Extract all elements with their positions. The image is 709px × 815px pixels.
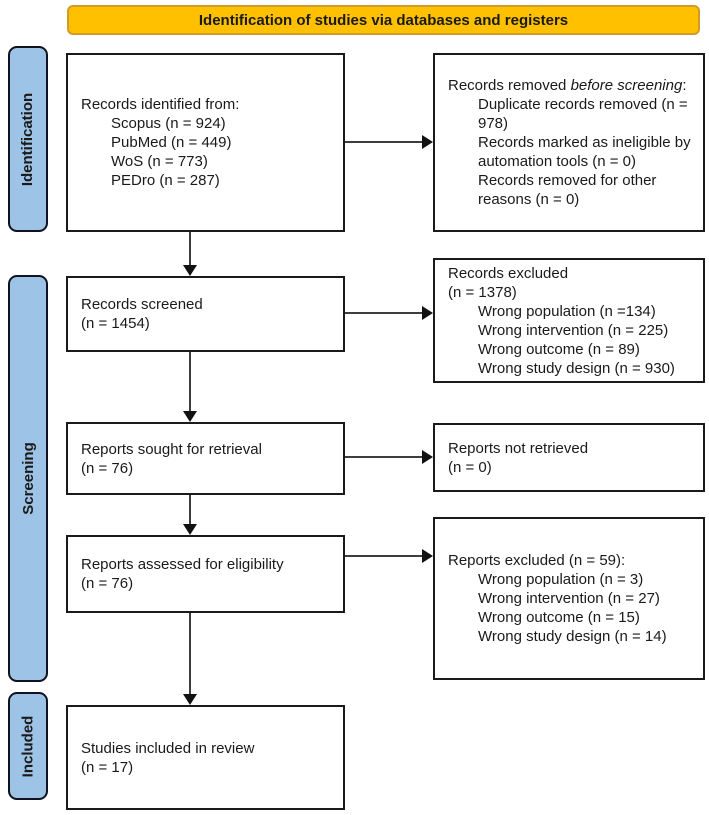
records-removed-heading-normal: Records removed (448, 77, 571, 94)
reports-excluded-item: Wrong population (n = 3) (478, 571, 644, 588)
records-removed-item: Records marked as ineligible by automati… (478, 134, 691, 170)
box-records-screened: Records screened (n = 1454) (66, 276, 345, 352)
records-identified-item: PEDro (n = 287) (111, 172, 220, 189)
reports-excluded-item: Wrong outcome (n = 15) (478, 609, 640, 626)
title-banner-label: Identification of studies via databases … (198, 11, 569, 29)
records-identified-item: PubMed (n = 449) (111, 134, 232, 151)
box-records-removed: Records removed before screening: Duplic… (433, 53, 705, 232)
arrow-line (345, 141, 422, 143)
arrow-line (345, 456, 422, 458)
box-reports-assessed: Reports assessed for eligibility (n = 76… (66, 535, 345, 613)
box-records-identified: Records identified from: Scopus (n = 924… (66, 53, 345, 232)
arrow-line (189, 352, 191, 411)
stage-screening: Screening (8, 275, 48, 682)
reports-excluded-item: Wrong intervention (n = 27) (478, 590, 660, 607)
arrow-head-icon (183, 694, 197, 705)
records-removed-item: Records removed for other reasons (n = 0… (478, 172, 657, 208)
records-identified-item: WoS (n = 773) (111, 153, 208, 170)
box-reports-excluded: Reports excluded (n = 59): Wrong populat… (433, 517, 705, 680)
reports-not-retrieved-line1: Reports not retrieved (448, 439, 589, 457)
records-removed-heading-suffix: : (682, 77, 687, 94)
reports-not-retrieved-count: (n = 0) (448, 458, 492, 476)
reports-assessed-line1: Reports assessed for eligibility (81, 556, 284, 573)
title-banner: Identification of studies via databases … (67, 5, 700, 35)
stage-identification-label: Identification (19, 92, 37, 186)
reports-sought-line1: Reports sought for retrieval (81, 440, 262, 458)
arrow-head-icon (422, 135, 433, 149)
stage-included: Included (8, 692, 48, 800)
reports-sought-count: (n = 76) (81, 459, 134, 477)
arrow-head-icon (183, 411, 197, 422)
box-reports-not-retrieved: Reports not retrieved (n = 0) (433, 423, 705, 492)
records-removed-item: Duplicate records removed (n = 978) (478, 96, 688, 132)
arrow-line (189, 495, 191, 524)
stage-identification: Identification (8, 46, 48, 232)
studies-included-count: (n = 17) (81, 758, 134, 776)
records-excluded-item: Wrong population (n =134) (478, 302, 656, 320)
records-removed-heading-italic: before screening (570, 77, 683, 94)
records-excluded-item: Wrong outcome (n = 89) (478, 340, 640, 358)
records-screened-line1: Records screened (81, 296, 203, 313)
arrow-line (345, 312, 422, 314)
arrow-head-icon (183, 265, 197, 276)
records-excluded-item: Wrong intervention (n = 225) (478, 321, 669, 339)
arrow-head-icon (422, 549, 433, 563)
reports-excluded-item: Wrong study design (n = 14) (478, 628, 667, 645)
records-identified-item: Scopus (n = 924) (111, 115, 226, 132)
arrow-line (189, 613, 191, 694)
reports-excluded-heading: Reports excluded (n = 59): (448, 552, 626, 569)
arrow-head-icon (183, 524, 197, 535)
box-studies-included: Studies included in review (n = 17) (66, 705, 345, 810)
records-excluded-line1: Records excluded (448, 264, 569, 282)
stage-screening-label: Screening (19, 442, 37, 515)
records-removed-heading: Records removed before screening: (448, 76, 697, 95)
box-records-excluded: Records excluded (n = 1378) Wrong popula… (433, 258, 705, 383)
records-screened-count: (n = 1454) (81, 315, 150, 332)
reports-assessed-count: (n = 76) (81, 575, 134, 592)
arrow-line (345, 555, 422, 557)
stage-included-label: Included (19, 715, 37, 777)
records-excluded-item: Wrong study design (n = 930) (478, 359, 675, 377)
arrow-head-icon (422, 450, 433, 464)
studies-included-line1: Studies included in review (81, 739, 255, 757)
records-excluded-count: (n = 1378) (448, 283, 517, 301)
box-reports-sought: Reports sought for retrieval (n = 76) (66, 422, 345, 495)
arrow-head-icon (422, 306, 433, 320)
records-identified-heading: Records identified from: (81, 96, 240, 113)
arrow-line (189, 232, 191, 265)
